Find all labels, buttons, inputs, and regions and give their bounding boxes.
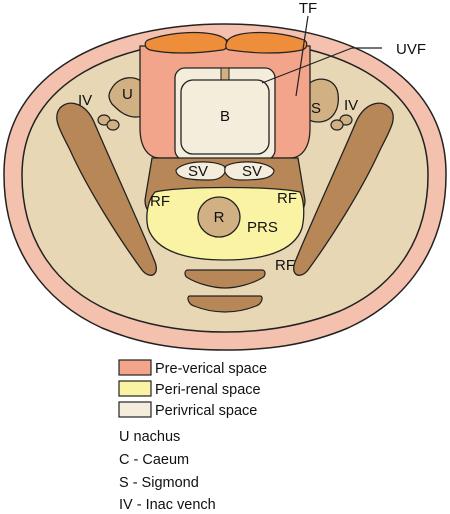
tf-leader-line [295, 15, 309, 97]
label-uvf: UVF [396, 41, 426, 58]
iliac-bone-left [56, 102, 157, 276]
legend-swatch-perivesical [118, 401, 152, 418]
bladder [180, 79, 270, 155]
legend-line-iliac: IV - Inac vench [119, 497, 216, 513]
legend: Pre-verical space Peri-renal space Periv… [118, 359, 267, 513]
rectus-muscle-left [144, 31, 228, 54]
label-s: S [311, 100, 321, 117]
label-sv-right: SV [242, 163, 262, 180]
legend-line-urachus: U nachus [119, 429, 180, 445]
uvf-leader-line-2 [261, 47, 353, 84]
label-prs: PRS [247, 219, 278, 236]
label-rf-left: RF [150, 193, 170, 210]
rectus-muscle-right [225, 31, 308, 54]
sacrum [184, 269, 266, 289]
label-u: U [122, 86, 133, 103]
rectum [197, 196, 241, 238]
legend-label-perirenal: Peri-renal space [155, 382, 261, 398]
legend-label-prevesical: Pre-verical space [155, 361, 267, 377]
iliac-bone-right [293, 102, 394, 276]
label-iv-right: IV [344, 97, 358, 114]
label-r: R [214, 209, 225, 226]
legend-swatch-perirenal [118, 380, 152, 397]
legend-line-caecum: C - Caeum [119, 452, 189, 468]
legend-label-perivesical: Perivrical space [155, 403, 257, 419]
label-iv-left: IV [78, 92, 92, 109]
legend-line-sigmoid: S - Sigmond [119, 475, 199, 491]
seminal-vesicle-right [224, 161, 275, 181]
seminal-vesicle-left [175, 161, 226, 181]
iliac-vessel-left-2 [106, 119, 120, 131]
label-rf-bottom: RF [275, 257, 295, 274]
iliac-vessel-right-2 [330, 119, 344, 131]
label-tf: TF [299, 0, 317, 17]
coccyx [187, 295, 263, 313]
label-sv-left: SV [188, 163, 208, 180]
legend-swatch-prevesical [118, 359, 152, 376]
label-rf-right: RF [277, 190, 297, 207]
urachus [220, 67, 230, 81]
label-b: B [220, 108, 230, 125]
